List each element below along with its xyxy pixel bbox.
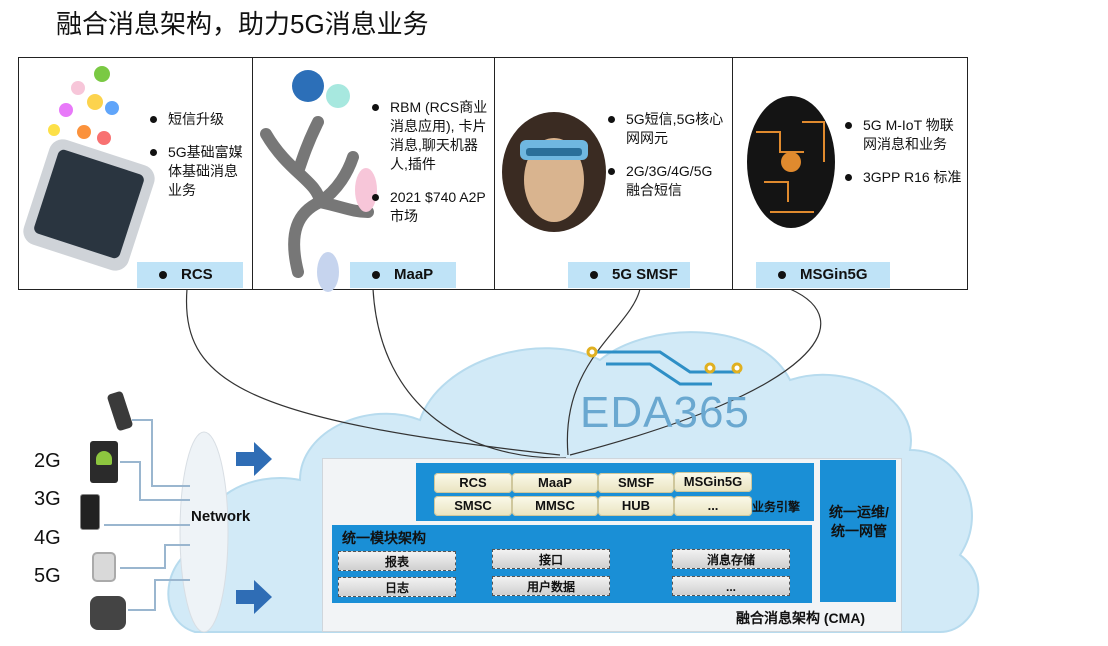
panel-divider (252, 57, 253, 290)
link-maap (372, 288, 567, 459)
vr-illustration (502, 112, 606, 232)
engine-msgin5g: MSGin5G (674, 472, 752, 492)
network-label: Network (191, 508, 251, 525)
module-report: 报表 (338, 551, 456, 571)
engine-smsf: SMSF (598, 473, 674, 493)
ops-panel (820, 460, 896, 602)
tag-maap: MaaP (350, 262, 456, 288)
tag-label: RCS (181, 266, 213, 283)
device-links (104, 419, 190, 611)
module-msg-storage: 消息存储 (672, 549, 790, 569)
arrow-right-icon (236, 442, 272, 476)
bullet-item: 2G/3G/4G/5G 融合短信 (606, 162, 726, 200)
tag-rcs: RCS (137, 262, 243, 288)
engine-hub: HUB (598, 496, 674, 516)
watermark-text: EDA365 (580, 388, 750, 437)
ops-label: 统一运维/统一网管 (829, 504, 889, 539)
tag-label: 5G SMSF (612, 266, 678, 283)
cma-label: 融合消息架构 (CMA) (736, 610, 866, 626)
watermark-circuit (586, 346, 743, 386)
gen-3g: 3G (34, 488, 61, 510)
link-msgin5g (569, 288, 822, 456)
panel-smsf-bullets: 5G短信,5G核心网网元 2G/3G/4G/5G 融合短信 (606, 110, 726, 214)
engine-more: ... (674, 496, 752, 516)
network-ellipse (179, 431, 229, 633)
panel-divider (732, 57, 733, 290)
tag-label: MSGin5G (800, 266, 868, 283)
panel-maap-bullets: RBM (RCS商业消息应用), 卡片消息,聊天机器人,插件 2021 $740… (370, 98, 490, 240)
bullet-item: 5G M-IoT 物联网消息和业务 (843, 116, 963, 154)
link-rcs (185, 288, 561, 456)
module-arch-label: 统一模块架构 (342, 530, 426, 546)
tag-msgin5g: MSGin5G (756, 262, 890, 288)
bullet-item: 3GPP R16 标准 (843, 168, 963, 187)
app-icons (48, 66, 119, 145)
smartphone-icon (80, 494, 100, 530)
tree-illustration (260, 70, 377, 292)
arrow-right-icon (236, 580, 272, 614)
engine-label: 业务引擎 (752, 500, 801, 514)
module-interface: 接口 (492, 549, 610, 569)
vr-headset-icon (90, 596, 126, 630)
module-more: ... (672, 576, 790, 596)
module-log: 日志 (338, 577, 456, 597)
bullet-item: 2021 $740 A2P市场 (370, 188, 490, 226)
engine-rcs: RCS (434, 473, 512, 493)
module-user-data: 用户数据 (492, 576, 610, 596)
iot-illustration (747, 96, 835, 228)
bullet-item: 5G短信,5G核心网网元 (606, 110, 726, 148)
panel-msgin5g-bullets: 5G M-IoT 物联网消息和业务 3GPP R16 标准 (843, 116, 963, 201)
engine-mmsc: MMSC (512, 496, 598, 516)
engine-maap: MaaP (512, 473, 598, 493)
bullet-item: RBM (RCS商业消息应用), 卡片消息,聊天机器人,插件 (370, 98, 490, 174)
tag-label: MaaP (394, 266, 434, 283)
smartwatch-icon (92, 552, 116, 582)
android-icon (90, 441, 118, 483)
gen-5g: 5G (34, 565, 61, 587)
engine-smsc: SMSC (434, 496, 512, 516)
gen-2g: 2G (34, 450, 61, 472)
gen-4g: 4G (34, 527, 61, 549)
bullet-item: 5G基础富媒体基础消息业务 (148, 143, 244, 200)
tag-smsf: 5G SMSF (568, 262, 690, 288)
page-title: 融合消息架构，助力5G消息业务 (56, 9, 429, 39)
panel-rcs-bullets: 短信升级 5G基础富媒体基础消息业务 (148, 110, 244, 214)
bullet-item: 短信升级 (148, 110, 244, 129)
panel-divider (494, 57, 495, 290)
